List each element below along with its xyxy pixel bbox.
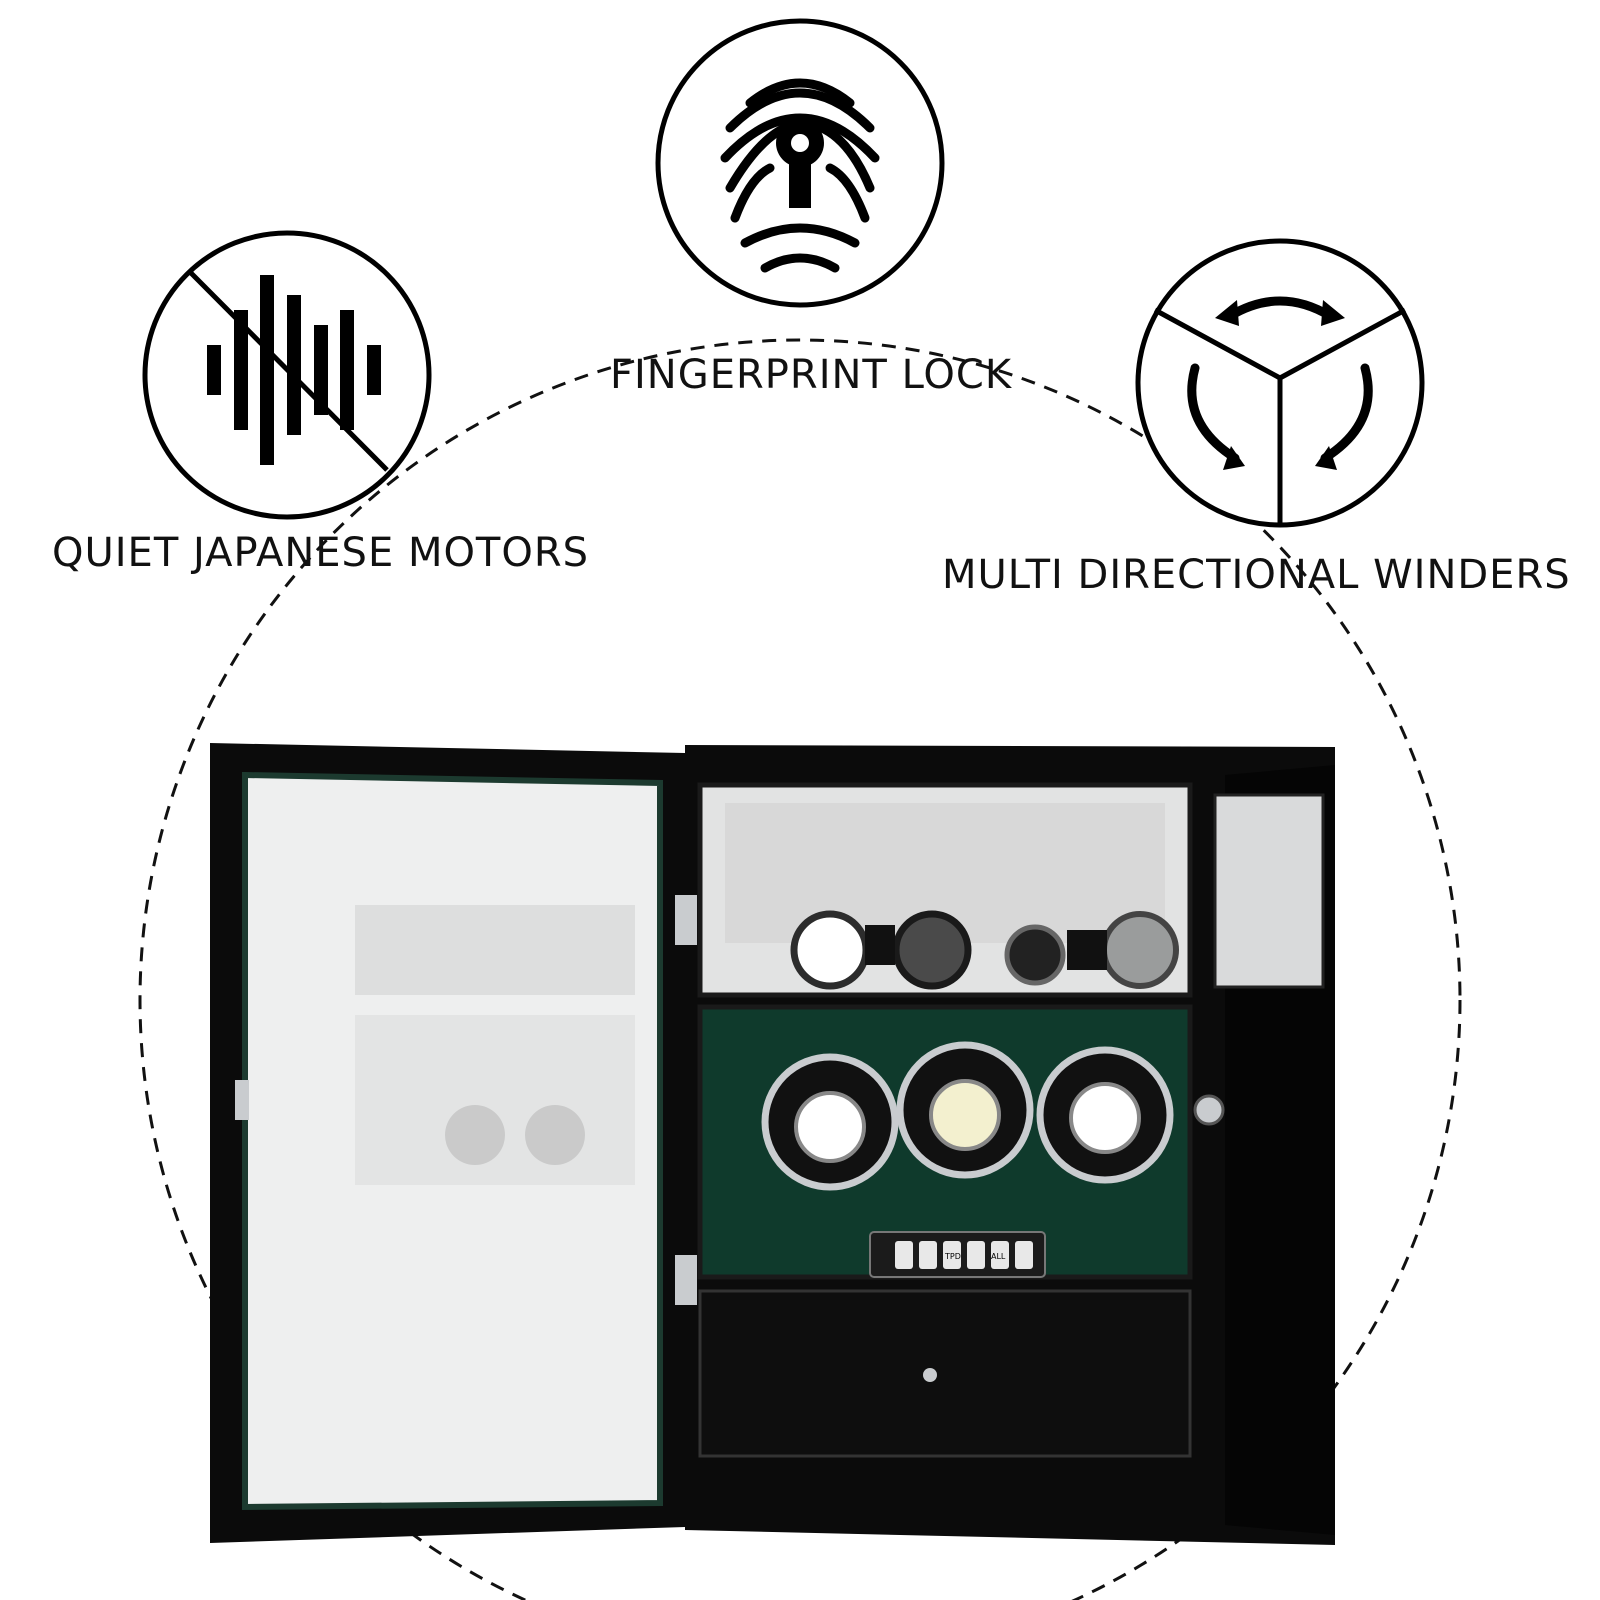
- control-panel: TPD ALL: [869, 1231, 1046, 1278]
- muted-soundwave-icon: [142, 230, 432, 520]
- feature-label-fingerprint-lock: FINGERPRINT LOCK: [610, 352, 1013, 398]
- feature-label-quiet-motors: QUIET JAPANESE MOTORS: [52, 530, 590, 576]
- feature-label-multi-directional: MULTI DIRECTIONAL WINDERS: [942, 552, 1571, 598]
- panel-tpd-text: TPD: [944, 1252, 961, 1261]
- fingerprint-keyhole-icon: [655, 18, 945, 308]
- winder-slot-1: [761, 1053, 899, 1191]
- watch-winder-cabinet-image: TPD ALL: [205, 735, 1340, 1555]
- rotation-arrows-icon: [1135, 238, 1425, 528]
- winder-slot-3: [1036, 1046, 1174, 1184]
- winder-slot-2: [896, 1041, 1034, 1179]
- watch-row-top: [790, 910, 1179, 990]
- panel-all-text: ALL: [991, 1252, 1006, 1261]
